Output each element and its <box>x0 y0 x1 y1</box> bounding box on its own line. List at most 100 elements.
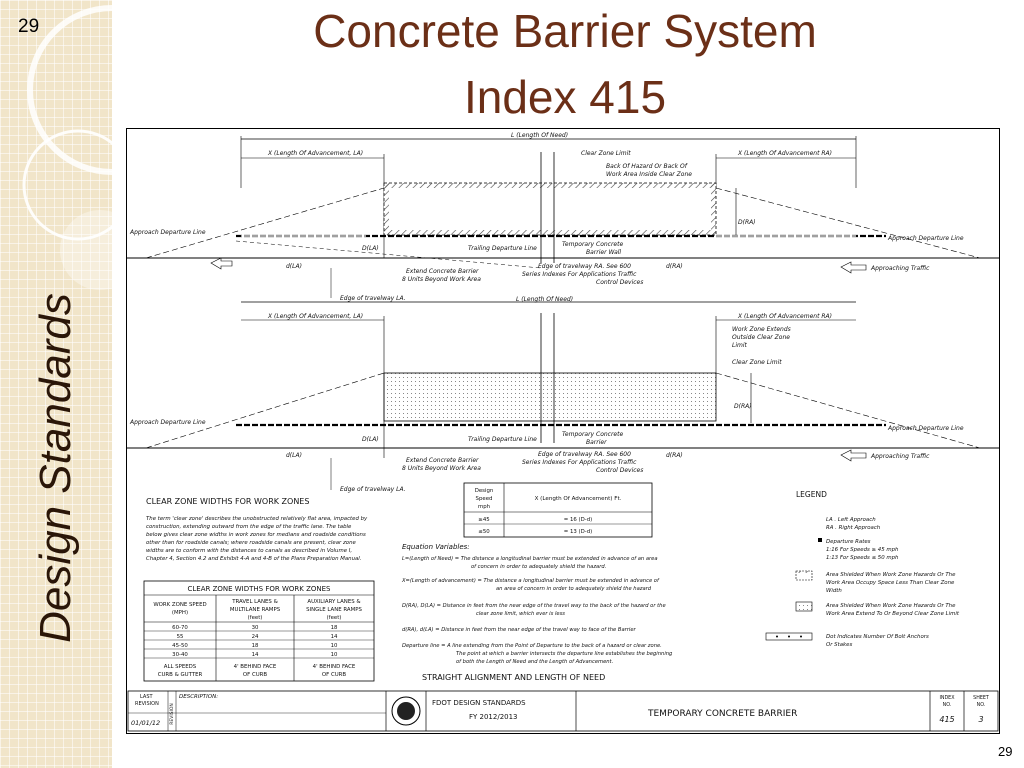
cz-paragraph-line: widths are to conform with the distances… <box>146 548 352 554</box>
legend-text: Departure Rates <box>826 539 871 545</box>
cz-table-cell: 24 <box>252 634 259 640</box>
legend-text: Dot Indicates Number Of Bolt Anchors <box>826 634 929 640</box>
cz-table-cell: 30 <box>252 625 259 631</box>
slide-number-bottom: 29 <box>998 744 1013 759</box>
bottom-clear-zone-limit: Clear Zone Limit <box>732 359 782 366</box>
cz-table-cell: 14 <box>331 634 338 640</box>
cz-table-cell: 4' BEHIND FACE <box>234 664 277 670</box>
speed-table-head: mph <box>478 504 490 510</box>
cz-table-cell: 10 <box>331 652 338 658</box>
equation-line: X=(Length of advancement) = The distance… <box>401 578 660 584</box>
top-trailing-departure: Trailing Departure Line <box>468 245 537 252</box>
top-edge-ra-2: Series Indexes For Applications Traffic <box>522 271 637 278</box>
side-title: Design Standards <box>31 293 80 643</box>
top-adv-la: X (Length Of Advancement, LA) <box>267 150 363 157</box>
equation-variables: Equation Variables: L=(Length of Need) =… <box>401 543 673 682</box>
bottom-extend-1: Extend Concrete Barrier <box>406 457 479 464</box>
equation-line: clear zone limit, which ever is less <box>476 611 565 617</box>
cz-table-header: TRAVEL LANES & <box>231 599 278 605</box>
speed-table-cell: = 16 (D-d) <box>564 517 593 523</box>
bottom-plan: L (Length Of Need) X (Length Of Advancem… <box>126 296 1000 493</box>
top-extend-2: 8 Units Beyond Work Area <box>402 276 481 283</box>
bottom-approach-departure-left: Approach Departure Line <box>129 419 206 426</box>
slide-title-line1: Concrete Barrier System <box>313 5 817 57</box>
legend-text: Area Shielded When Work Zone Hazards Or … <box>825 572 956 578</box>
top-extend-1: Extend Concrete Barrier <box>406 268 479 275</box>
top-d-la: d(LA) <box>286 263 302 270</box>
bottom-wz-extends-1: Work Zone Extends <box>732 326 791 333</box>
speed-table: Design Speed mph X (Length Of Advancemen… <box>463 482 653 538</box>
departure-rate-marker <box>818 538 822 542</box>
top-traffic-arrow-left <box>210 257 233 270</box>
cz-table-title: CLEAR ZONE WIDTHS FOR WORK ZONES <box>187 585 331 593</box>
top-d-la-cap: D(LA) <box>362 245 379 252</box>
cz-paragraph-line: construction, extending outward from the… <box>146 524 352 530</box>
cz-table-cell: 45-50 <box>172 643 188 649</box>
clear-zone-notes: CLEAR ZONE WIDTHS FOR WORK ZONES The ter… <box>146 497 368 562</box>
title-block: LAST REVISION REVISION DESCRIPTION: 01/0… <box>127 690 999 732</box>
legend-text: Or Stakes <box>826 642 852 648</box>
cz-table-cell: 30-40 <box>172 652 188 658</box>
last-revision-label-1: LAST <box>140 694 153 700</box>
top-back-of-hazard-2: Work Area Inside Clear Zone <box>606 171 692 178</box>
top-clear-zone-limit: Clear Zone Limit <box>581 150 631 157</box>
cz-table-header: MULTILANE RAMPS <box>230 607 281 613</box>
cz-table-header: AUXILIARY LANES & <box>307 599 361 605</box>
legend-text: Width <box>826 588 842 594</box>
top-approaching-traffic: Approaching Traffic <box>870 265 930 272</box>
revision-date: 01/01/12 <box>131 719 160 727</box>
equation-line: d(RA), d(LA) = Distance in feet from the… <box>402 627 637 633</box>
decorative-side-panel: 29 Design Standards <box>0 0 112 768</box>
top-adv-ra: X (Length Of Advancement RA) <box>737 150 832 157</box>
speed-table-head: Speed <box>476 496 493 502</box>
standards-name: FDOT DESIGN STANDARDS <box>432 699 526 707</box>
equation-line: of both the Length of Need and the Lengt… <box>456 659 613 665</box>
bottom-d-ra-cap: D(RA) <box>734 403 752 410</box>
cz-table-cell: 18 <box>331 625 338 631</box>
cz-table-cell: 55 <box>177 634 184 640</box>
speed-table-head: Design <box>475 488 494 494</box>
legend-text: 1:16 For Speeds ≥ 45 mph <box>826 547 899 553</box>
equation-line: of concern in order to adequately shield… <box>471 564 606 570</box>
bottom-edge-ra-2: Series Indexes For Applications Traffic <box>522 459 637 466</box>
legend: LEGEND LA . Left Approach RA . Right App… <box>765 490 960 648</box>
legend-text: RA . Right Approach <box>826 525 881 531</box>
speed-table-cell: ≤50 <box>478 529 490 535</box>
cz-table-header: SINGLE LANE RAMPS <box>306 607 362 613</box>
bottom-edge-ra-3: Control Devices <box>596 467 643 474</box>
sheet-value: 3 <box>978 715 983 724</box>
cz-table-cell: 10 <box>331 643 338 649</box>
top-temp-barrier-1: Temporary Concrete <box>562 241 623 248</box>
bottom-adv-ra: X (Length Of Advancement RA) <box>737 313 832 320</box>
cz-paragraph-line: other than for roadside canals; where ro… <box>146 540 357 546</box>
speed-table-head: X (Length Of Advancement) Ft. <box>535 496 622 502</box>
straight-alignment-label: STRAIGHT ALIGNMENT AND LENGTH OF NEED <box>422 673 605 682</box>
top-plan: L (Length Of Need) X (Length Of Advancem… <box>126 132 1000 302</box>
description-label: DESCRIPTION: <box>179 694 218 700</box>
top-traffic-arrow-right <box>840 261 867 274</box>
bottom-edge-ra-1: Edge of travelway RA. See 600 <box>538 451 631 458</box>
bottom-approach-departure-right: Approach Departure Line <box>887 425 964 432</box>
top-d-ra-cap: D(RA) <box>738 219 756 226</box>
bottom-trailing-departure: Trailing Departure Line <box>468 436 537 443</box>
equation-line: L=(Length of Need) = The distance a long… <box>402 556 658 562</box>
cz-table-cell: OF CURB <box>322 672 347 678</box>
slide-title-line2: Index 415 <box>463 71 667 123</box>
standards-year: FY 2012/2013 <box>469 713 518 721</box>
legend-swatch-dots <box>795 601 813 612</box>
top-approach-departure-left: Approach Departure Line <box>129 229 206 236</box>
legend-text: Work Area Extend To Or Beyond Clear Zone… <box>826 611 960 617</box>
equation-line: The point at which a barrier intersects … <box>456 651 673 657</box>
cz-paragraph-line: Chapter 4, Section 4.2 and Exhibit 4-A a… <box>146 556 362 562</box>
top-edge-la: Edge of travelway LA. <box>340 295 406 302</box>
bottom-d-la-cap: D(LA) <box>362 436 379 443</box>
equation-line: Departure line = A line extending from t… <box>402 643 662 649</box>
cz-table-header: WORK ZONE SPEED <box>153 602 206 608</box>
bottom-approaching-traffic: Approaching Traffic <box>870 453 930 460</box>
legend-text: 1:13 For Speeds ≤ 50 mph <box>826 555 899 561</box>
top-edge-ra-1: Edge of travelway RA. See 600 <box>538 263 631 270</box>
cz-table-header: (feet) <box>248 615 263 621</box>
index-label-1: INDEX <box>939 695 955 701</box>
equation-heading: Equation Variables: <box>402 543 470 551</box>
bottom-edge-la: Edge of travelway LA. <box>340 486 406 493</box>
